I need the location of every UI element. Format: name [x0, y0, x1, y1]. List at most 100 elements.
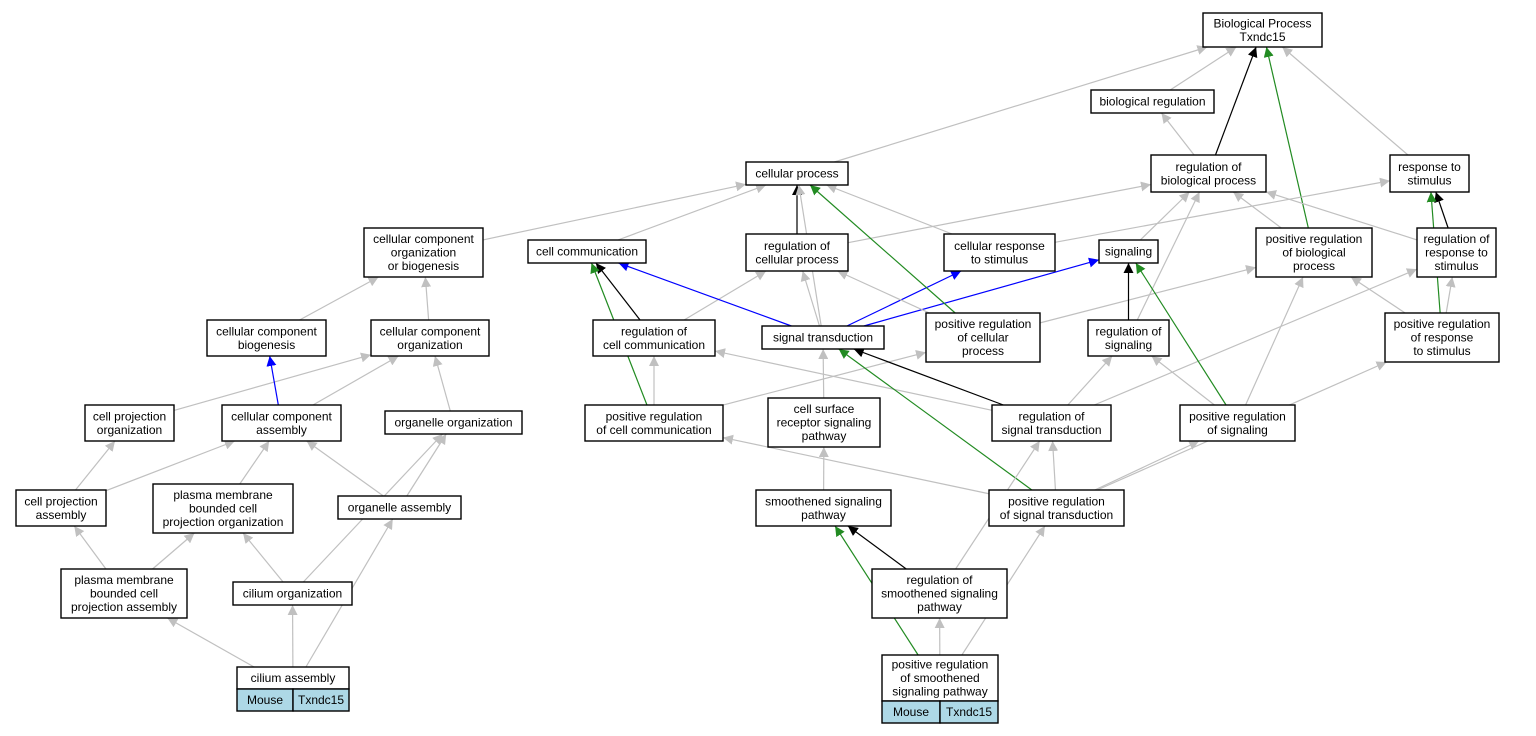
node-box [881, 654, 999, 702]
node-label-line: cilium assembly [251, 671, 336, 685]
edge-posregst-regst [1048, 440, 1059, 491]
node-box [1389, 154, 1470, 193]
node-label-line: positive regulation [892, 658, 989, 672]
node-box [384, 410, 523, 435]
node-label-line: organization [391, 246, 456, 260]
node-label-line: bounded cell [189, 502, 257, 516]
node-cellcomm[interactable]: cell communication [527, 239, 647, 264]
edge-pmbcpo-cca [239, 440, 270, 485]
node-label-line: cilium organization [243, 587, 342, 601]
node-box [152, 483, 294, 534]
node-orgorg[interactable]: organelle organization [384, 410, 523, 435]
node-box [1087, 319, 1170, 357]
edge-pmbcpa-pmbcpo [152, 532, 195, 570]
node-label-line: Txndc15 [1239, 30, 1285, 44]
edge-orgorg-ccorg [432, 355, 451, 412]
node-label-line: cellular component [373, 232, 474, 246]
node-bioreg[interactable]: biological regulation [1090, 89, 1215, 114]
node-label-line: process [962, 344, 1004, 358]
node-label-line: biogenesis [238, 338, 295, 352]
node-label-line: of cellular [957, 331, 1008, 345]
edge-regbio-bioreg [1160, 112, 1195, 156]
edge-regshh-shh [847, 525, 907, 570]
node-box [337, 495, 462, 520]
node-signaling[interactable]: signaling [1098, 239, 1159, 264]
node-label-line: bounded cell [90, 587, 158, 601]
node-ciliumorg[interactable]: cilium organization [232, 581, 353, 606]
node-box [1098, 239, 1159, 264]
node-label-line: receptor signaling [777, 416, 872, 430]
node-label-line: stimulus [1434, 259, 1478, 273]
node-box [1384, 312, 1500, 363]
node-sigtrans[interactable]: signal transduction [761, 325, 885, 350]
node-label-line: stimulus [1407, 173, 1451, 187]
edge-regst-regcellcomm [714, 348, 993, 411]
node-label-line: pathway [917, 600, 962, 614]
edge-cpa-cpo [75, 440, 116, 491]
node-label-line: pathway [802, 429, 847, 443]
node-label-line: regulation of [1423, 232, 1490, 246]
node-label-line: of cell communication [596, 423, 711, 437]
node-label-line: cellular process [755, 167, 838, 181]
node-box [1255, 227, 1373, 278]
node-label-line: plasma membrane [173, 488, 273, 502]
node-orgasm[interactable]: organelle assembly [337, 495, 462, 520]
node-label-line: process [1293, 259, 1335, 273]
tag-cell [292, 688, 350, 712]
node-label-line: positive regulation [1266, 232, 1363, 246]
edge-ciliumasm-pmbcpa [167, 617, 255, 668]
node-label-line: of signal transduction [1000, 508, 1113, 522]
node-label-line: positive regulation [1189, 409, 1286, 423]
node-label-line: organization [397, 338, 462, 352]
node-label-line: cellular process [755, 252, 838, 266]
edge-pmbcpa-cpa [73, 525, 107, 570]
edge-respstim-bp [1281, 46, 1409, 156]
node-cellproc[interactable]: cellular process [745, 161, 849, 186]
node-label-line: positive regulation [1008, 494, 1105, 508]
edge-posregcell-posregbio [1039, 265, 1257, 324]
node-box [15, 489, 107, 527]
node-label-line: positive regulation [935, 317, 1032, 331]
node-box [767, 397, 881, 448]
node-label-line: organization [97, 423, 162, 437]
edge-cpo-ccorg [173, 352, 372, 411]
node-label-line: positive regulation [1394, 317, 1491, 331]
edge-posregst-sigtrans [838, 348, 1033, 491]
node-label-line: Biological Process [1213, 16, 1311, 30]
node-label-line: assembly [256, 423, 307, 437]
edge-posregst-posregsig [1094, 440, 1200, 491]
node-label-line: of smoothened [900, 671, 979, 685]
node-label-line: regulation of [1018, 409, 1085, 423]
node-label-line: signaling pathway [892, 685, 987, 699]
node-label-line: cellular component [216, 324, 317, 338]
